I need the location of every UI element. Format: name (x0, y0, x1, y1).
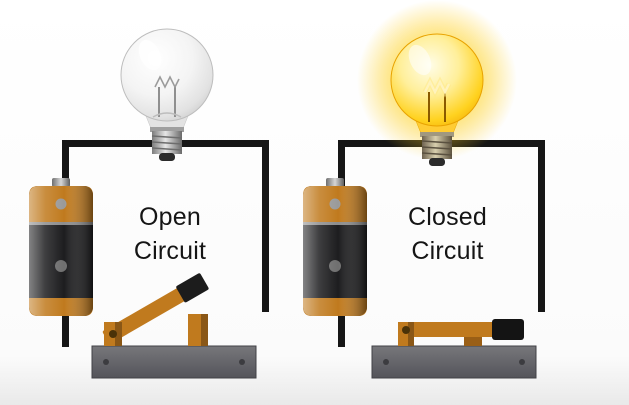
wire-right-left-circuit (262, 140, 269, 312)
bulb-on-icon (357, 0, 517, 166)
wire-right-right-circuit (538, 140, 545, 312)
battery-icon (29, 178, 93, 316)
open-circuit-label: Open Circuit (105, 200, 235, 268)
open-circuit-label-line1: Open (139, 203, 201, 231)
battery-icon (303, 178, 367, 316)
switch-closed-icon (371, 319, 537, 379)
switch-open-icon (91, 273, 257, 379)
bulb-off-icon (120, 28, 214, 161)
closed-circuit-label-line2: Circuit (411, 237, 484, 265)
closed-circuit-label: Closed Circuit (380, 200, 515, 268)
closed-circuit-label-line1: Closed (407, 203, 488, 231)
open-circuit-label-line2: Circuit (133, 237, 207, 265)
